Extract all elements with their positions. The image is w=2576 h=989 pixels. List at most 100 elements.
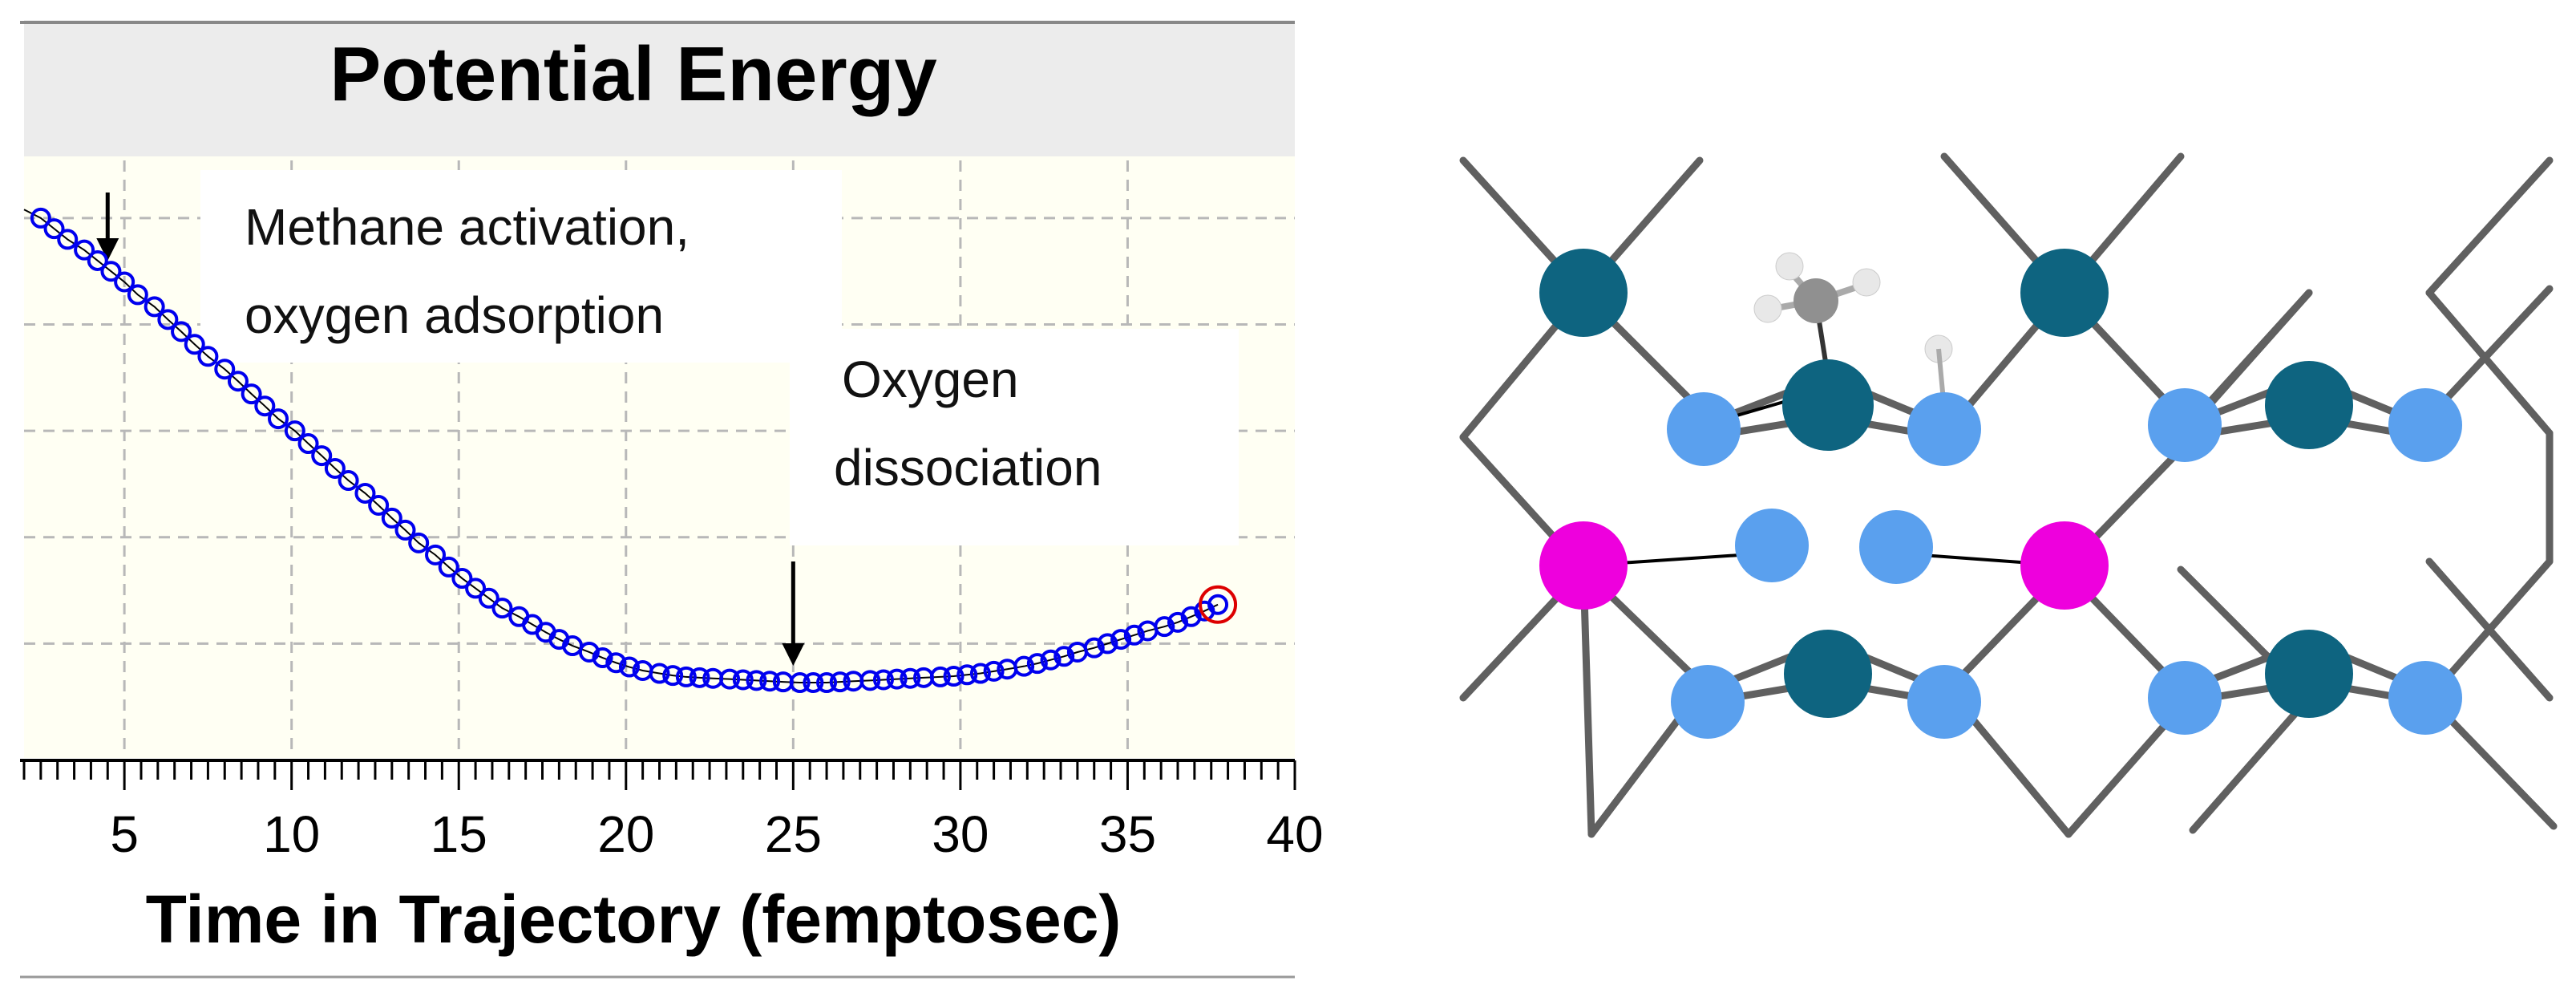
- data-point: [465, 578, 487, 599]
- data-point: [30, 207, 51, 229]
- x-axis-ticks: [22, 760, 1296, 790]
- data-point: [184, 334, 205, 355]
- annotation-oxygen-line1: Oxygen: [842, 351, 1019, 408]
- x-tick-label: 5: [110, 805, 139, 863]
- energy-series: [23, 207, 1238, 694]
- data-point: [197, 346, 219, 367]
- potential-energy-chart: Potential Energy Methane activation, oxy…: [20, 20, 1324, 979]
- data-point: [100, 261, 122, 282]
- data-point: [1013, 655, 1035, 677]
- annotation-oxygen-line2: dissociation: [834, 439, 1102, 497]
- hydrogen-atom: [1852, 268, 1881, 297]
- data-point: [324, 457, 346, 479]
- data-point: [408, 532, 430, 553]
- data-point: [478, 587, 499, 609]
- hydrogen-atom: [1753, 294, 1782, 323]
- methyl-group: [1753, 252, 1953, 410]
- data-point: [214, 359, 236, 380]
- data-point: [394, 519, 416, 541]
- chart-title-band: [24, 20, 1295, 156]
- data-point: [759, 671, 781, 692]
- data-point: [859, 670, 881, 691]
- data-point: [649, 663, 670, 684]
- data-point: [803, 672, 824, 694]
- data-point: [284, 420, 305, 442]
- data-point: [789, 672, 811, 694]
- molecular-structure-diagram: [1459, 152, 2558, 838]
- data-point: [1123, 624, 1145, 646]
- data-point: [74, 239, 95, 261]
- data-point: [956, 664, 978, 686]
- annotation-methane-line2: oxygen adsorption: [245, 286, 664, 344]
- series-connecting-line: [23, 209, 1219, 684]
- data-point: [872, 669, 894, 691]
- annotation-box-oxygen: [790, 329, 1239, 545]
- oxygen-atom: [1907, 665, 1981, 739]
- data-point: [746, 670, 767, 691]
- data-point: [689, 667, 710, 688]
- data-point: [1053, 646, 1075, 667]
- data-point: [157, 309, 179, 330]
- x-tick-label: 35: [1099, 805, 1156, 863]
- annotation-arrow-head: [782, 643, 805, 666]
- data-point: [719, 668, 741, 690]
- data-point: [144, 296, 165, 318]
- data-point: [662, 665, 684, 687]
- dopant-atom: [1539, 521, 1628, 610]
- x-tick-label: 25: [765, 805, 822, 863]
- metal-atom: [1782, 359, 1874, 451]
- data-point: [1110, 629, 1132, 651]
- data-point: [969, 663, 991, 684]
- oxygen-atom: [1667, 392, 1741, 466]
- annotation-box-methane: [200, 170, 842, 363]
- data-point: [451, 568, 473, 590]
- x-tick-label: 20: [597, 805, 654, 863]
- oxygen-atom: [2388, 388, 2462, 462]
- data-point: [114, 271, 135, 293]
- metal-atom: [2020, 249, 2109, 337]
- data-point: [1097, 633, 1118, 655]
- oxygen-atom: [2388, 661, 2462, 735]
- data-point: [254, 395, 276, 417]
- data-point: [943, 666, 964, 687]
- data-point: [87, 249, 108, 271]
- data-point: [929, 666, 951, 687]
- hydrogen-atom: [1775, 252, 1804, 281]
- data-point: [368, 494, 390, 516]
- oxygen-atom: [1671, 665, 1745, 739]
- annotation-methane-line1: Methane activation,: [245, 198, 689, 256]
- data-point: [338, 470, 359, 492]
- x-tick-label: 10: [263, 805, 320, 863]
- dopant-atom: [2020, 521, 2109, 610]
- metal-atom: [1539, 249, 1628, 337]
- data-point: [1026, 653, 1048, 675]
- data-point: [425, 544, 447, 565]
- x-tick-label: 40: [1266, 805, 1323, 863]
- oxygen-atom: [1859, 510, 1933, 584]
- data-point: [438, 556, 459, 578]
- data-point: [297, 433, 319, 455]
- x-tick-label: 15: [431, 805, 487, 863]
- data-point: [354, 482, 376, 504]
- data-point: [900, 667, 921, 689]
- x-tick-label: 30: [932, 805, 989, 863]
- data-point: [381, 507, 402, 529]
- data-point: [829, 671, 851, 693]
- data-point: [732, 669, 754, 691]
- oxygen-atom: [1907, 392, 1981, 466]
- oxygen-atom: [1735, 509, 1809, 582]
- data-point: [1207, 594, 1229, 615]
- atoms: [1539, 249, 2462, 739]
- highlight-point: [1199, 585, 1238, 624]
- carbon-atom: [1793, 278, 1838, 323]
- data-point: [268, 408, 289, 430]
- data-point: [886, 668, 908, 690]
- metal-atom: [1784, 630, 1872, 718]
- lattice-bonds: [1459, 152, 2558, 838]
- data-point: [675, 666, 697, 687]
- data-point: [57, 229, 79, 250]
- data-point: [171, 321, 192, 343]
- annotation-arrows: [96, 193, 805, 666]
- x-axis-label: Time in Trajectory (femptosec): [146, 882, 1122, 957]
- data-point: [605, 652, 627, 674]
